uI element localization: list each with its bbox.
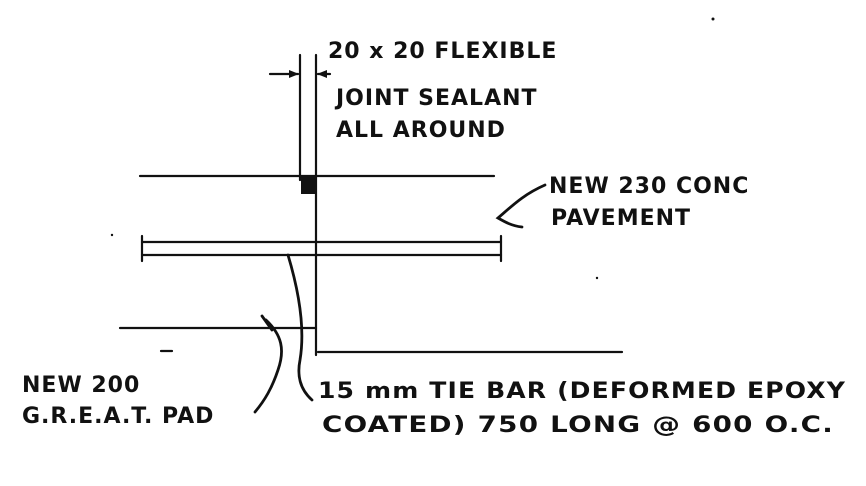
pad-label-line1: NEW 200 (22, 373, 140, 398)
scan-speck (110, 233, 114, 237)
joint-sealant-block (301, 176, 316, 194)
sealant-label-line1: 20 x 20 FLEXIBLE (328, 39, 557, 64)
scan-speck (711, 17, 715, 21)
scan-speck (595, 276, 599, 280)
pavement-label-line1: NEW 230 CONC (549, 174, 749, 199)
dimension-arrowhead-left (289, 70, 299, 78)
tiebar-label-line1: 15 mm TIE BAR (DEFORMED EPOXY (318, 379, 846, 404)
leader-pavement (495, 183, 547, 229)
dimension-arrowhead-right (317, 70, 327, 78)
leader-great-pad (253, 318, 283, 414)
tiebar-label-line2: COATED) 750 LONG @ 600 O.C. (322, 413, 834, 438)
pad-label-line2: G.R.E.A.T. PAD (22, 404, 214, 429)
leader-tie-bar (286, 253, 314, 402)
sealant-label-line3: ALL AROUND (336, 118, 506, 143)
pavement-label-line2: PAVEMENT (551, 206, 691, 231)
leader-great-pad-tick (260, 314, 274, 332)
sealant-label-line2: JOINT SEALANT (334, 86, 538, 111)
